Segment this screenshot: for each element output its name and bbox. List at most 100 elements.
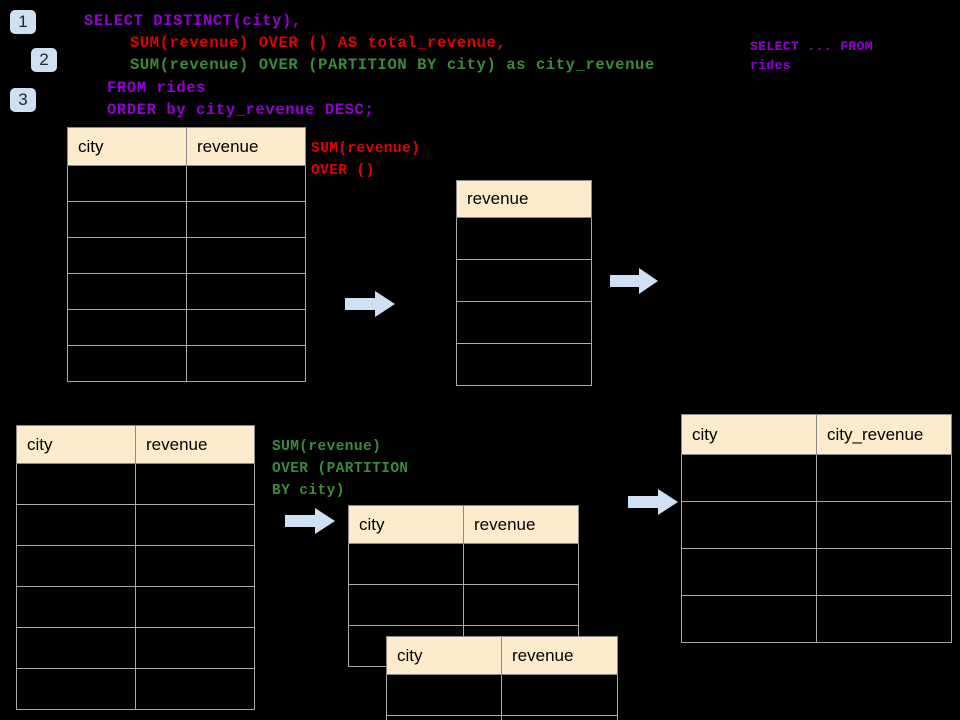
table-header-row: revenue	[456, 180, 592, 218]
sql-line-total-revenue: SUM(revenue) OVER () AS total_revenue,	[130, 34, 507, 52]
table-row	[456, 259, 592, 302]
table-cell	[348, 543, 464, 585]
table-row	[67, 237, 306, 274]
table-row	[386, 674, 618, 716]
table-cell	[16, 627, 136, 669]
table-row	[67, 309, 306, 346]
table-cell	[67, 273, 187, 310]
table-row	[16, 545, 255, 587]
table-cell	[816, 548, 952, 596]
table-row	[456, 217, 592, 260]
table-row	[681, 501, 952, 549]
table-row	[456, 301, 592, 344]
table-row	[681, 595, 952, 643]
table-cell	[501, 674, 618, 716]
table-cell	[681, 454, 817, 502]
step-badge-3: 3	[10, 88, 36, 112]
table-cell	[16, 504, 136, 546]
table-cell	[186, 273, 306, 310]
table-cell	[501, 715, 618, 720]
arrow-partition-to-final-icon	[628, 489, 678, 515]
table-cell	[456, 217, 592, 260]
table-row	[16, 504, 255, 546]
table-cell	[186, 237, 306, 274]
table-cell	[135, 627, 255, 669]
sql-line-select: SELECT DISTINCT(city),	[84, 12, 302, 30]
table-cell	[186, 165, 306, 202]
table-row	[348, 584, 579, 626]
annotation-sum-over-empty: SUM(revenue) OVER ()	[311, 141, 421, 179]
table-row	[67, 345, 306, 382]
table-row	[16, 586, 255, 628]
column-header: revenue	[456, 180, 592, 218]
table-cell	[681, 501, 817, 549]
table-cell	[463, 584, 579, 626]
column-header: city	[16, 425, 136, 464]
table-cell	[135, 545, 255, 587]
table-cell	[456, 343, 592, 386]
table-row	[67, 273, 306, 310]
table-cell	[67, 309, 187, 346]
column-header: city_revenue	[816, 414, 952, 455]
arrow-source-to-partition-icon	[285, 508, 335, 534]
table-cell	[456, 259, 592, 302]
table-row	[681, 454, 952, 502]
table-cell	[816, 454, 952, 502]
table-cell	[67, 237, 187, 274]
arrow-source-to-total-icon	[345, 291, 395, 317]
table-cell	[135, 586, 255, 628]
table-cell	[186, 201, 306, 238]
table-cell	[67, 345, 187, 382]
column-header: city	[386, 636, 502, 675]
table-cell	[16, 668, 136, 710]
column-header: city	[348, 505, 464, 544]
column-header: revenue	[186, 127, 306, 166]
table-row	[16, 463, 255, 505]
table-cell	[16, 545, 136, 587]
column-header: revenue	[135, 425, 255, 464]
table-cell	[816, 501, 952, 549]
table-cell	[67, 165, 187, 202]
table-cell	[135, 668, 255, 710]
annotation-sum-over-partition: SUM(revenue) OVER (PARTITION BY city)	[272, 439, 409, 499]
table-cell	[186, 345, 306, 382]
sql-line-order-by: ORDER by city_revenue DESC;	[107, 101, 375, 119]
sql-line-city-revenue: SUM(revenue) OVER (PARTITION BY city) as…	[130, 56, 655, 74]
table-row	[67, 165, 306, 202]
step-badge-1: 1	[10, 10, 36, 34]
table-cell	[816, 595, 952, 643]
column-header: city	[681, 414, 817, 455]
annotation-select-from-rides: SELECT ... FROM rides	[750, 39, 874, 73]
column-header: revenue	[463, 505, 579, 544]
table-row	[348, 543, 579, 585]
table-cell	[135, 463, 255, 505]
table-cell	[456, 301, 592, 344]
column-header: revenue	[501, 636, 618, 675]
table-cell	[386, 715, 502, 720]
table-cell	[67, 201, 187, 238]
sql-line-from: FROM rides	[107, 79, 207, 97]
table-row	[67, 201, 306, 238]
table-row	[386, 715, 618, 720]
table-cell	[16, 586, 136, 628]
table-row	[456, 343, 592, 386]
step-badge-2: 2	[31, 48, 57, 72]
table-cell	[16, 463, 136, 505]
table-cell	[135, 504, 255, 546]
table-cell	[681, 595, 817, 643]
table-row	[681, 548, 952, 596]
table-cell	[681, 548, 817, 596]
arrow-total-to-final-icon	[610, 268, 658, 294]
table-total-revenue-window: revenue	[456, 180, 592, 386]
table-row	[16, 668, 255, 710]
table-cell	[386, 674, 502, 716]
